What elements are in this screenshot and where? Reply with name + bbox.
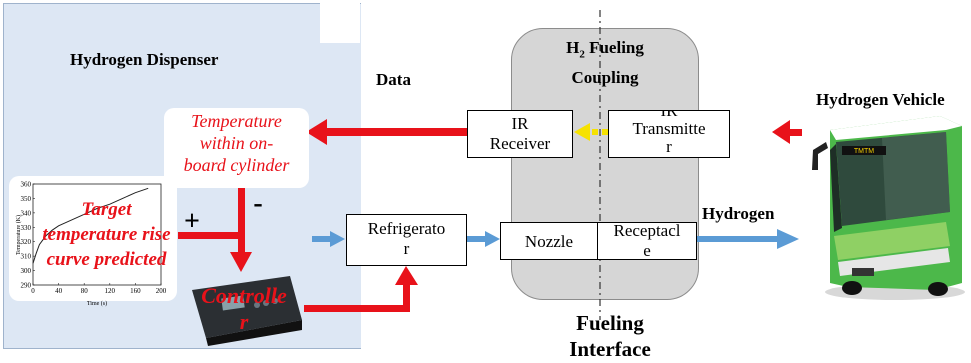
minus-sign: -: [253, 188, 262, 219]
chart-y-tick-label: 290: [21, 282, 32, 290]
bus-mirror: [812, 142, 828, 170]
plus-sign: +: [184, 206, 200, 237]
nozzle-receptacle-divider: [597, 223, 598, 259]
hydrogen-bus-image: TMTM: [812, 116, 965, 300]
chart-y-axis-label: Temperature (K): [15, 215, 22, 255]
red-arrow-controller-to-refrigerator: [304, 266, 418, 312]
red-arrow-minus-input: [230, 178, 252, 272]
chart-x-tick-label: 40: [55, 287, 63, 295]
blue-arrow-refrigerator-to-nozzle: [467, 231, 500, 247]
blue-arrow-to-refrigerator: [312, 231, 345, 247]
chart-x-tick-label: 120: [105, 287, 116, 295]
chart-x-tick-label: 200: [156, 287, 167, 295]
chart-x-tick-label: 160: [130, 287, 141, 295]
red-arrow-data: [306, 119, 467, 145]
chart-y-tick-label: 360: [21, 181, 32, 189]
dispenser-corner-fold: [320, 3, 360, 43]
dispenser-title: Hydrogen Dispenser: [70, 50, 219, 69]
red-arrow-vehicle-to-transmitter: [772, 120, 802, 144]
data-label: Data: [376, 70, 411, 89]
blue-arrow-hydrogen-to-vehicle: [697, 229, 799, 249]
nozzle-label: Nozzle: [524, 232, 574, 251]
chart-series-line: [32, 187, 149, 264]
yellow-arrow-ir-signal: [574, 123, 608, 141]
chart-y-tick-label: 310: [21, 253, 32, 261]
chart-y-tick-label: 350: [21, 195, 32, 203]
vehicle-title: Hydrogen Vehicle: [816, 90, 945, 109]
chart-y-tick-label: 320: [21, 238, 32, 246]
chart-y-tick-label: 300: [21, 267, 32, 275]
controller-device-image: [192, 276, 302, 346]
hydrogen-label: Hydrogen: [702, 204, 775, 223]
bus-plate: [852, 268, 874, 276]
chart-x-tick-label: 0: [31, 287, 35, 295]
chart-x-axis-label: Time (s): [87, 300, 107, 307]
chart-x-tick-label: 80: [81, 287, 89, 295]
chart-y-tick-label: 330: [21, 224, 32, 232]
bus-destination-display: TMTM: [854, 148, 874, 155]
chart-y-tick-label: 340: [21, 209, 32, 217]
chart-plot-area: [32, 183, 162, 286]
red-arrow-plus-input: [178, 232, 242, 239]
